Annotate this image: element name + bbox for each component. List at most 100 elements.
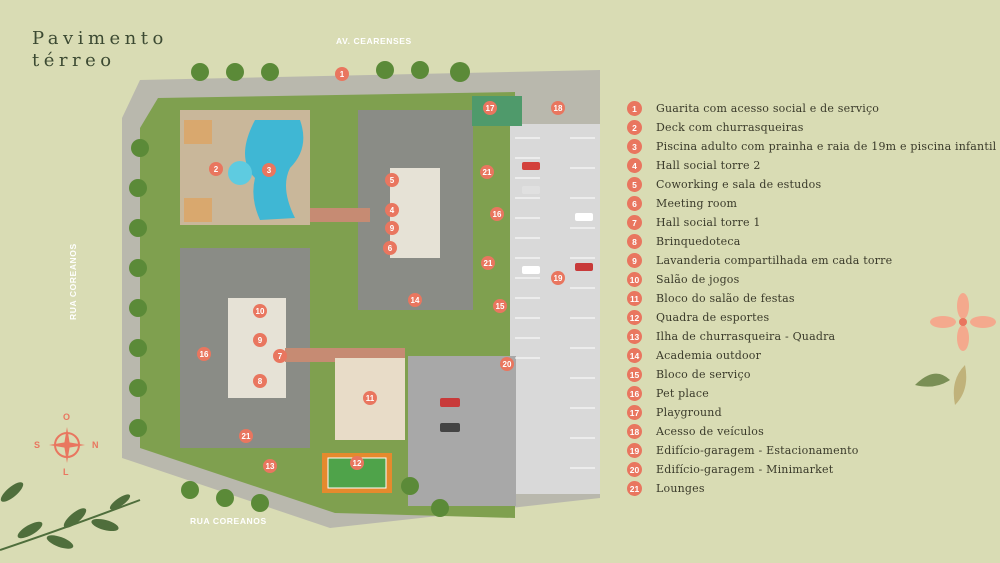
legend-label: Guarita com acesso social e de serviço (656, 102, 880, 115)
legend-item: 11 Bloco do salão de festas (627, 289, 987, 308)
map-marker-circle (262, 163, 276, 177)
map-marker-number: 6 (388, 244, 393, 253)
map-marker-circle (263, 459, 277, 473)
car (522, 266, 540, 274)
map-marker-circle (493, 299, 507, 313)
map-marker: 12 (350, 456, 364, 470)
legend-number: 14 (627, 348, 642, 363)
legend-label: Lounges (656, 482, 705, 495)
legend-number: 20 (627, 462, 642, 477)
map-marker: 8 (253, 374, 267, 388)
map-marker: 16 (490, 207, 504, 221)
map-marker: 9 (253, 333, 267, 347)
map-marker-number: 21 (484, 259, 493, 268)
legend-label: Edifício-garagem - Estacionamento (656, 444, 859, 457)
compass-south: S (34, 440, 41, 450)
title-line-1: Pavimento (32, 28, 168, 49)
map-marker-number: 21 (242, 432, 251, 441)
car (440, 398, 460, 407)
legend-number: 19 (627, 443, 642, 458)
map-marker-number: 3 (267, 166, 272, 175)
garage-building (510, 124, 600, 494)
legend-number: 18 (627, 424, 642, 439)
trees (129, 61, 470, 517)
legend-label: Ilha de churrasqueira - Quadra (656, 330, 836, 343)
legend-item: 9 Lavanderia compartilhada em cada torre (627, 251, 987, 270)
car (575, 213, 593, 221)
street-label-bottom: RUA COREANOS (190, 516, 267, 526)
barbecue-deck (184, 120, 212, 144)
legend-item: 19 Edifício-garagem - Estacionamento (627, 441, 987, 460)
map-marker-number: 4 (390, 206, 395, 215)
map-marker-circle (253, 304, 267, 318)
map-marker: 21 (481, 256, 495, 270)
legend-label: Hall social torre 1 (656, 216, 761, 229)
map-marker-number: 2 (214, 165, 219, 174)
map-marker: 11 (363, 391, 377, 405)
garage-roof (408, 356, 516, 506)
page-title: Pavimento térreo (32, 28, 168, 72)
legend-number: 17 (627, 405, 642, 420)
legend-number: 3 (627, 139, 642, 154)
map-marker: 13 (263, 459, 277, 473)
map-marker: 21 (239, 429, 253, 443)
car (522, 162, 540, 170)
legend-item: 13 Ilha de churrasqueira - Quadra (627, 327, 987, 346)
map-marker: 19 (551, 271, 565, 285)
street-label-top: AV. CEARENSES (336, 36, 412, 46)
legend-label: Lavanderia compartilhada em cada torre (656, 254, 893, 267)
legend-label: Meeting room (656, 197, 738, 210)
legend-number: 13 (627, 329, 642, 344)
map-marker-circle (253, 374, 267, 388)
map-marker: 9 (385, 221, 399, 235)
map-marker-circle (383, 241, 397, 255)
map-marker-number: 20 (503, 360, 512, 369)
legend-label: Piscina adulto com prainha e raia de 19m… (656, 140, 997, 153)
legend-number: 9 (627, 253, 642, 268)
map-marker-number: 18 (554, 104, 563, 113)
map-marker: 21 (480, 165, 494, 179)
legend-number: 15 (627, 367, 642, 382)
compass-north: N (92, 440, 99, 450)
map-marker-circle (500, 357, 514, 371)
legend-label: Playground (656, 406, 722, 419)
map-marker: 17 (483, 101, 497, 115)
legend-label: Salão de jogos (656, 273, 740, 286)
map-marker-circle (253, 333, 267, 347)
legend-label: Deck com churrasqueiras (656, 121, 804, 134)
map-marker: 20 (500, 357, 514, 371)
map-marker: 14 (408, 293, 422, 307)
map-marker-circle (363, 391, 377, 405)
map-marker-number: 14 (411, 296, 420, 305)
map-marker-circle (335, 67, 349, 81)
map-marker-number: 5 (390, 176, 395, 185)
map-marker: 16 (197, 347, 211, 361)
legend-label: Pet place (656, 387, 709, 400)
map-marker-circle (385, 203, 399, 217)
legend-number: 8 (627, 234, 642, 249)
legend-label: Hall social torre 2 (656, 159, 761, 172)
legend-label: Bloco do salão de festas (656, 292, 795, 305)
map-marker: 18 (551, 101, 565, 115)
legend-number: 10 (627, 272, 642, 287)
map-marker: 3 (262, 163, 276, 177)
map-marker: 2 (209, 162, 223, 176)
tower-2-hall (390, 168, 440, 258)
map-marker: 6 (383, 241, 397, 255)
legend-number: 11 (627, 291, 642, 306)
legend-number: 21 (627, 481, 642, 496)
legend-number: 7 (627, 215, 642, 230)
map-marker-circle (273, 349, 287, 363)
legend-item: 17 Playground (627, 403, 987, 422)
